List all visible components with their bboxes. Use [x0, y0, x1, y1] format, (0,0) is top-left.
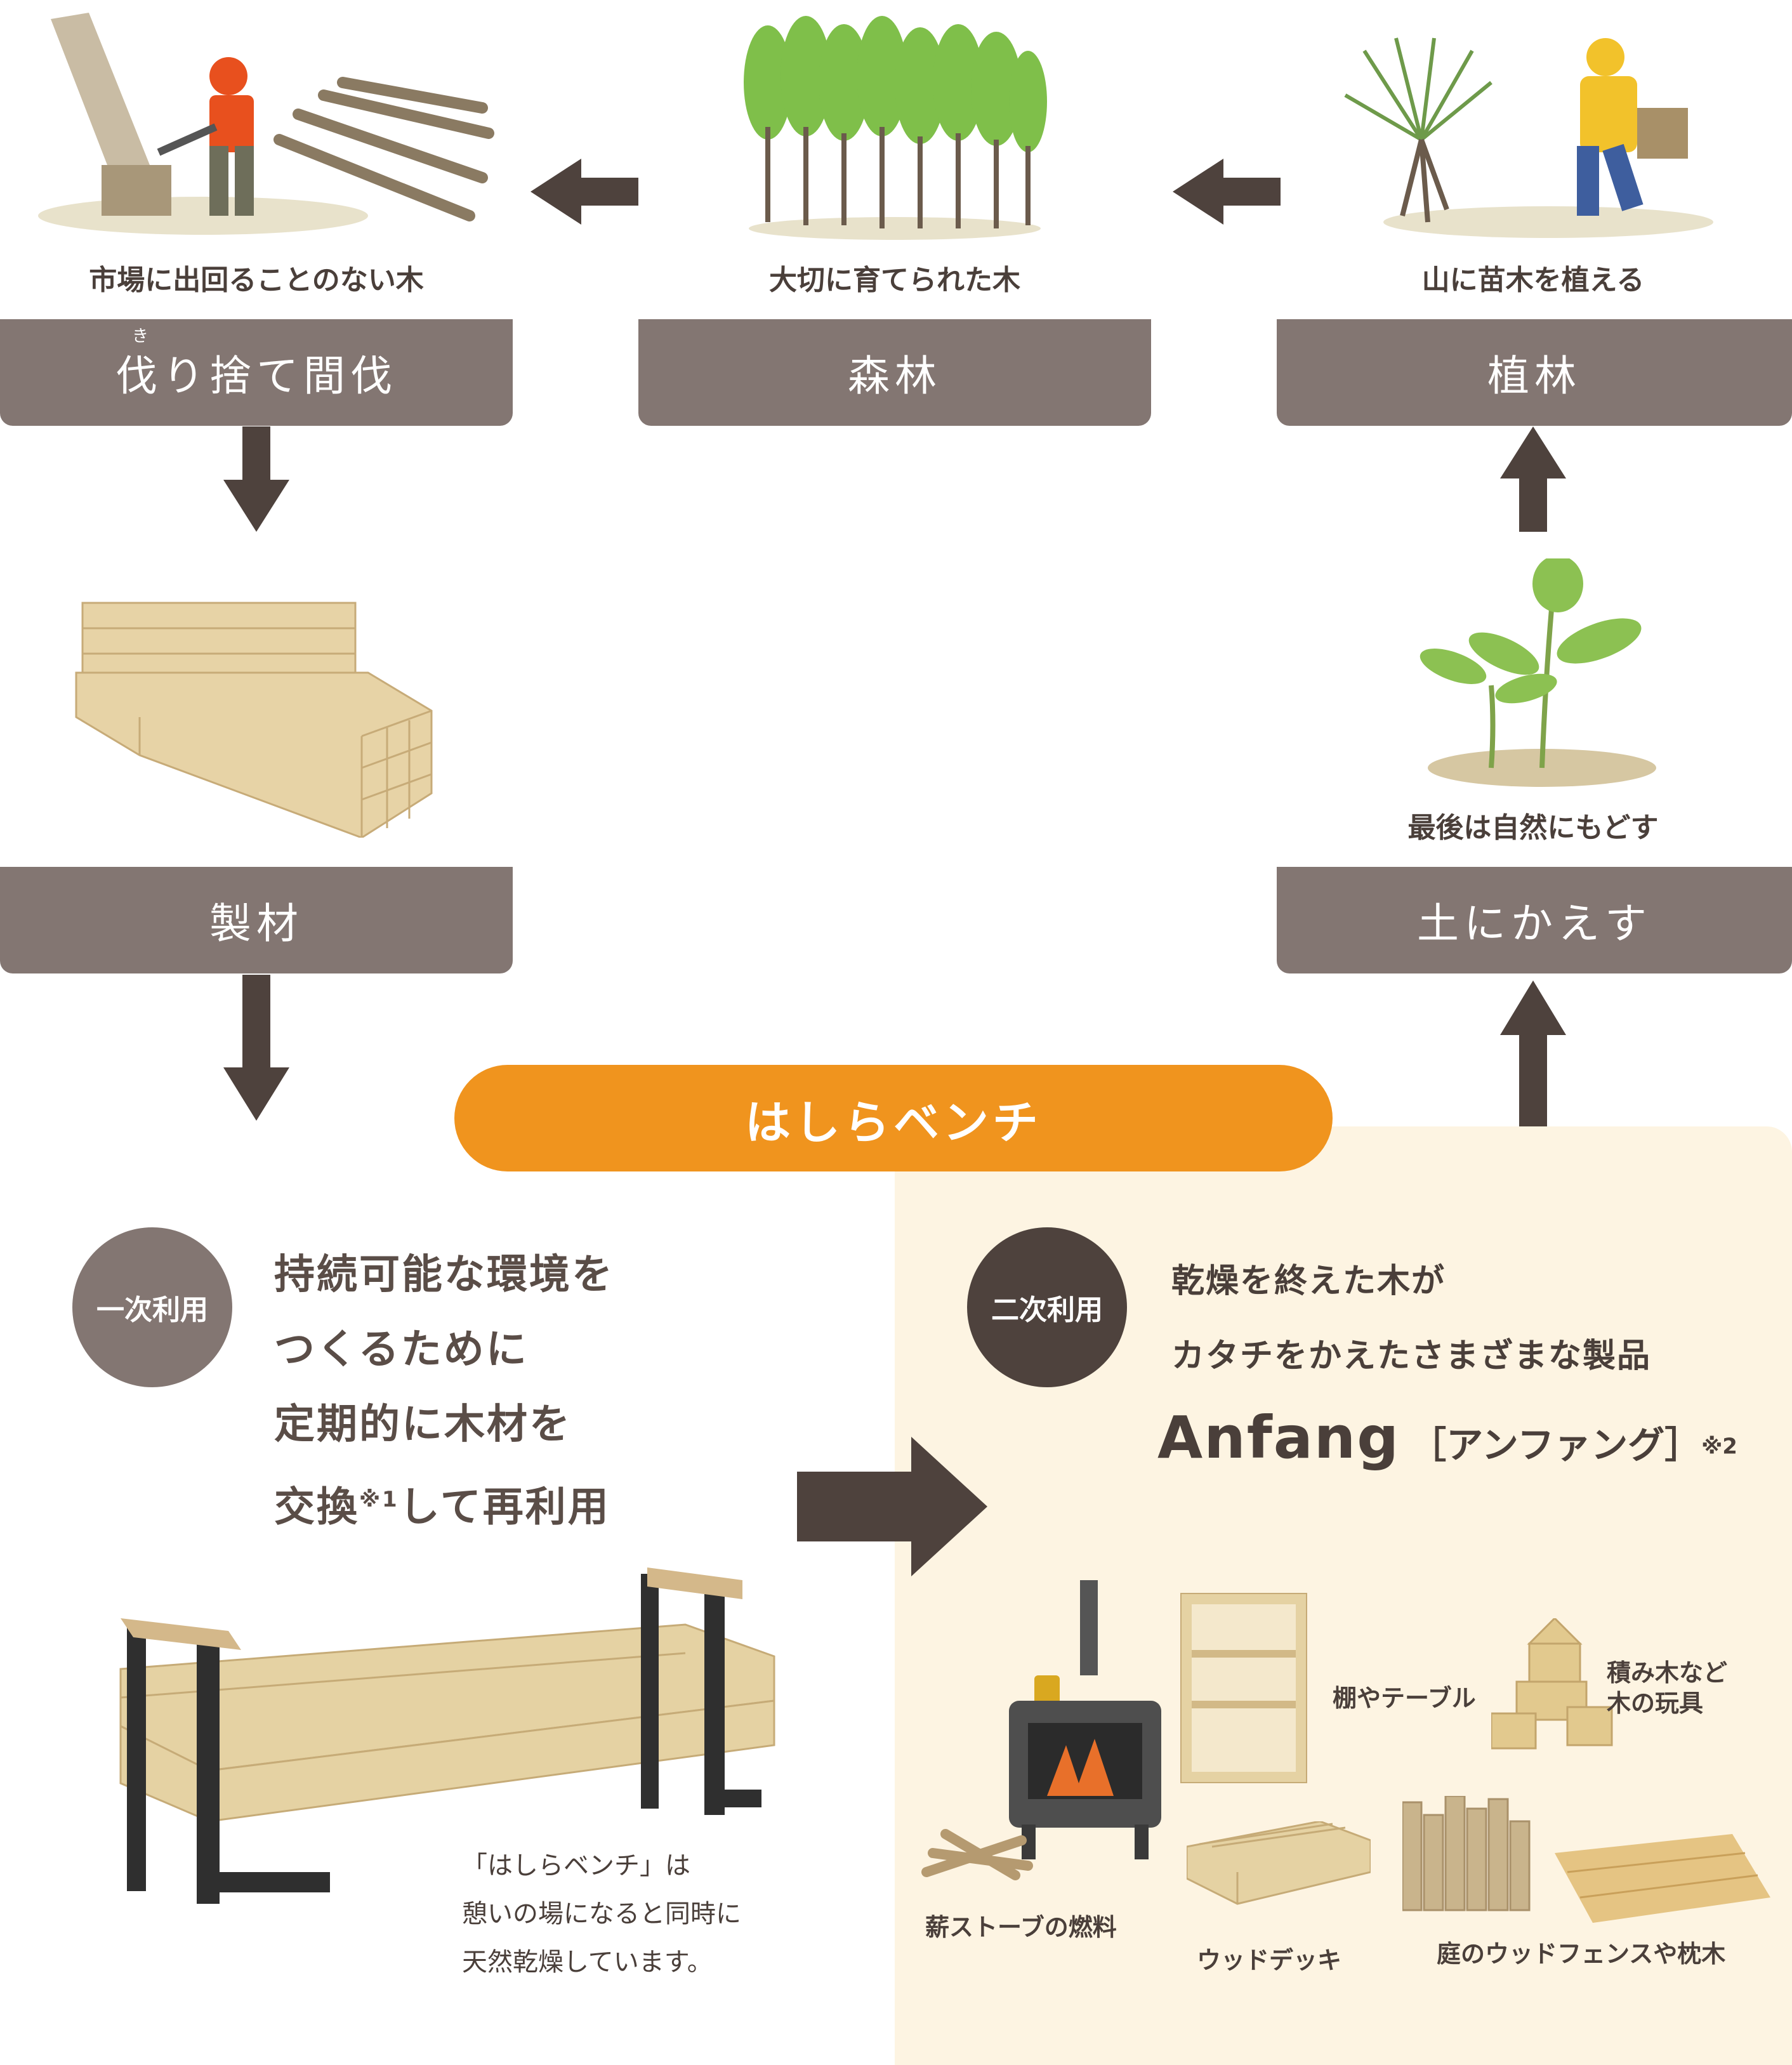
return-soil-box: 土にかえす: [1277, 867, 1792, 973]
wood-stove-illustration: [1009, 1580, 1161, 1859]
arrow-down-icon: [223, 975, 289, 1121]
footnote-1: ※1: [359, 1487, 399, 1512]
return-caption: 最後は自然にもどす: [1407, 812, 1659, 844]
firewood-label: 薪ストーブの燃料: [925, 1913, 1117, 1941]
cutting-caption: 市場に出回ることのない木: [89, 264, 424, 296]
logger-illustration: [38, 13, 494, 235]
shelf-illustration: [1180, 1593, 1307, 1783]
secondary-use-badge: 二次利用: [967, 1227, 1127, 1387]
planting-illustration: [1344, 37, 1713, 238]
thinning-label: 伐り捨て間伐: [115, 352, 397, 400]
arrow-up-icon: [1500, 426, 1566, 532]
forest-caption: 大切に育てられた木: [769, 264, 1020, 296]
bench-note: 「はしらベンチ」は 憩いの場になると同時に 天然乾燥しています。: [462, 1851, 741, 1977]
bench-illustration: [119, 1567, 775, 1904]
arrow-left-icon: [1173, 159, 1281, 225]
forest-box: 森林: [638, 319, 1151, 426]
primary-use-badge: 一次利用: [72, 1227, 232, 1387]
sprout-illustration: [1420, 558, 1656, 787]
lumber-illustration: [75, 602, 433, 838]
garden-fence-illustration: [1402, 1796, 1770, 1923]
bench-banner-label: はしらベンチ: [744, 1095, 1042, 1149]
secondary-description: 乾燥を終えた木が カタチをかえたさまざまな製品: [1171, 1262, 1652, 1375]
ruby-reading: き: [132, 327, 149, 346]
lumber-box: 製材: [0, 867, 513, 973]
brand-name: Anfang ［アンファング］※2: [1157, 1404, 1737, 1472]
arrow-right-icon: [797, 1437, 987, 1576]
forest-illustration: [744, 16, 1047, 240]
footnote-2: ※2: [1701, 1434, 1737, 1460]
planting-box: 植林: [1277, 319, 1792, 426]
fence-label: 庭のウッドフェンスや枕木: [1437, 1940, 1726, 1968]
deck-label: ウッドデッキ: [1197, 1946, 1342, 1974]
planting-caption: 山に苗木を植える: [1421, 264, 1645, 296]
firewood-illustration: [921, 1829, 1033, 1880]
blocks-label: 積み木など 木の玩具: [1607, 1659, 1728, 1717]
thinning-box: き 伐り捨て間伐: [0, 319, 513, 426]
wood-deck-illustration: [1187, 1821, 1371, 1905]
arrow-down-icon: [223, 426, 289, 532]
arrow-left-icon: [530, 159, 638, 225]
bench-banner: はしらベンチ: [454, 1065, 1333, 1171]
toy-blocks-illustration: [1491, 1618, 1613, 1750]
arrow-up-icon: [1500, 980, 1566, 1126]
shelf-label: 棚やテーブル: [1333, 1684, 1476, 1712]
primary-description: 持続可能な環境を つくるために 定期的に木材を 交換※1して再利用: [274, 1251, 614, 1531]
